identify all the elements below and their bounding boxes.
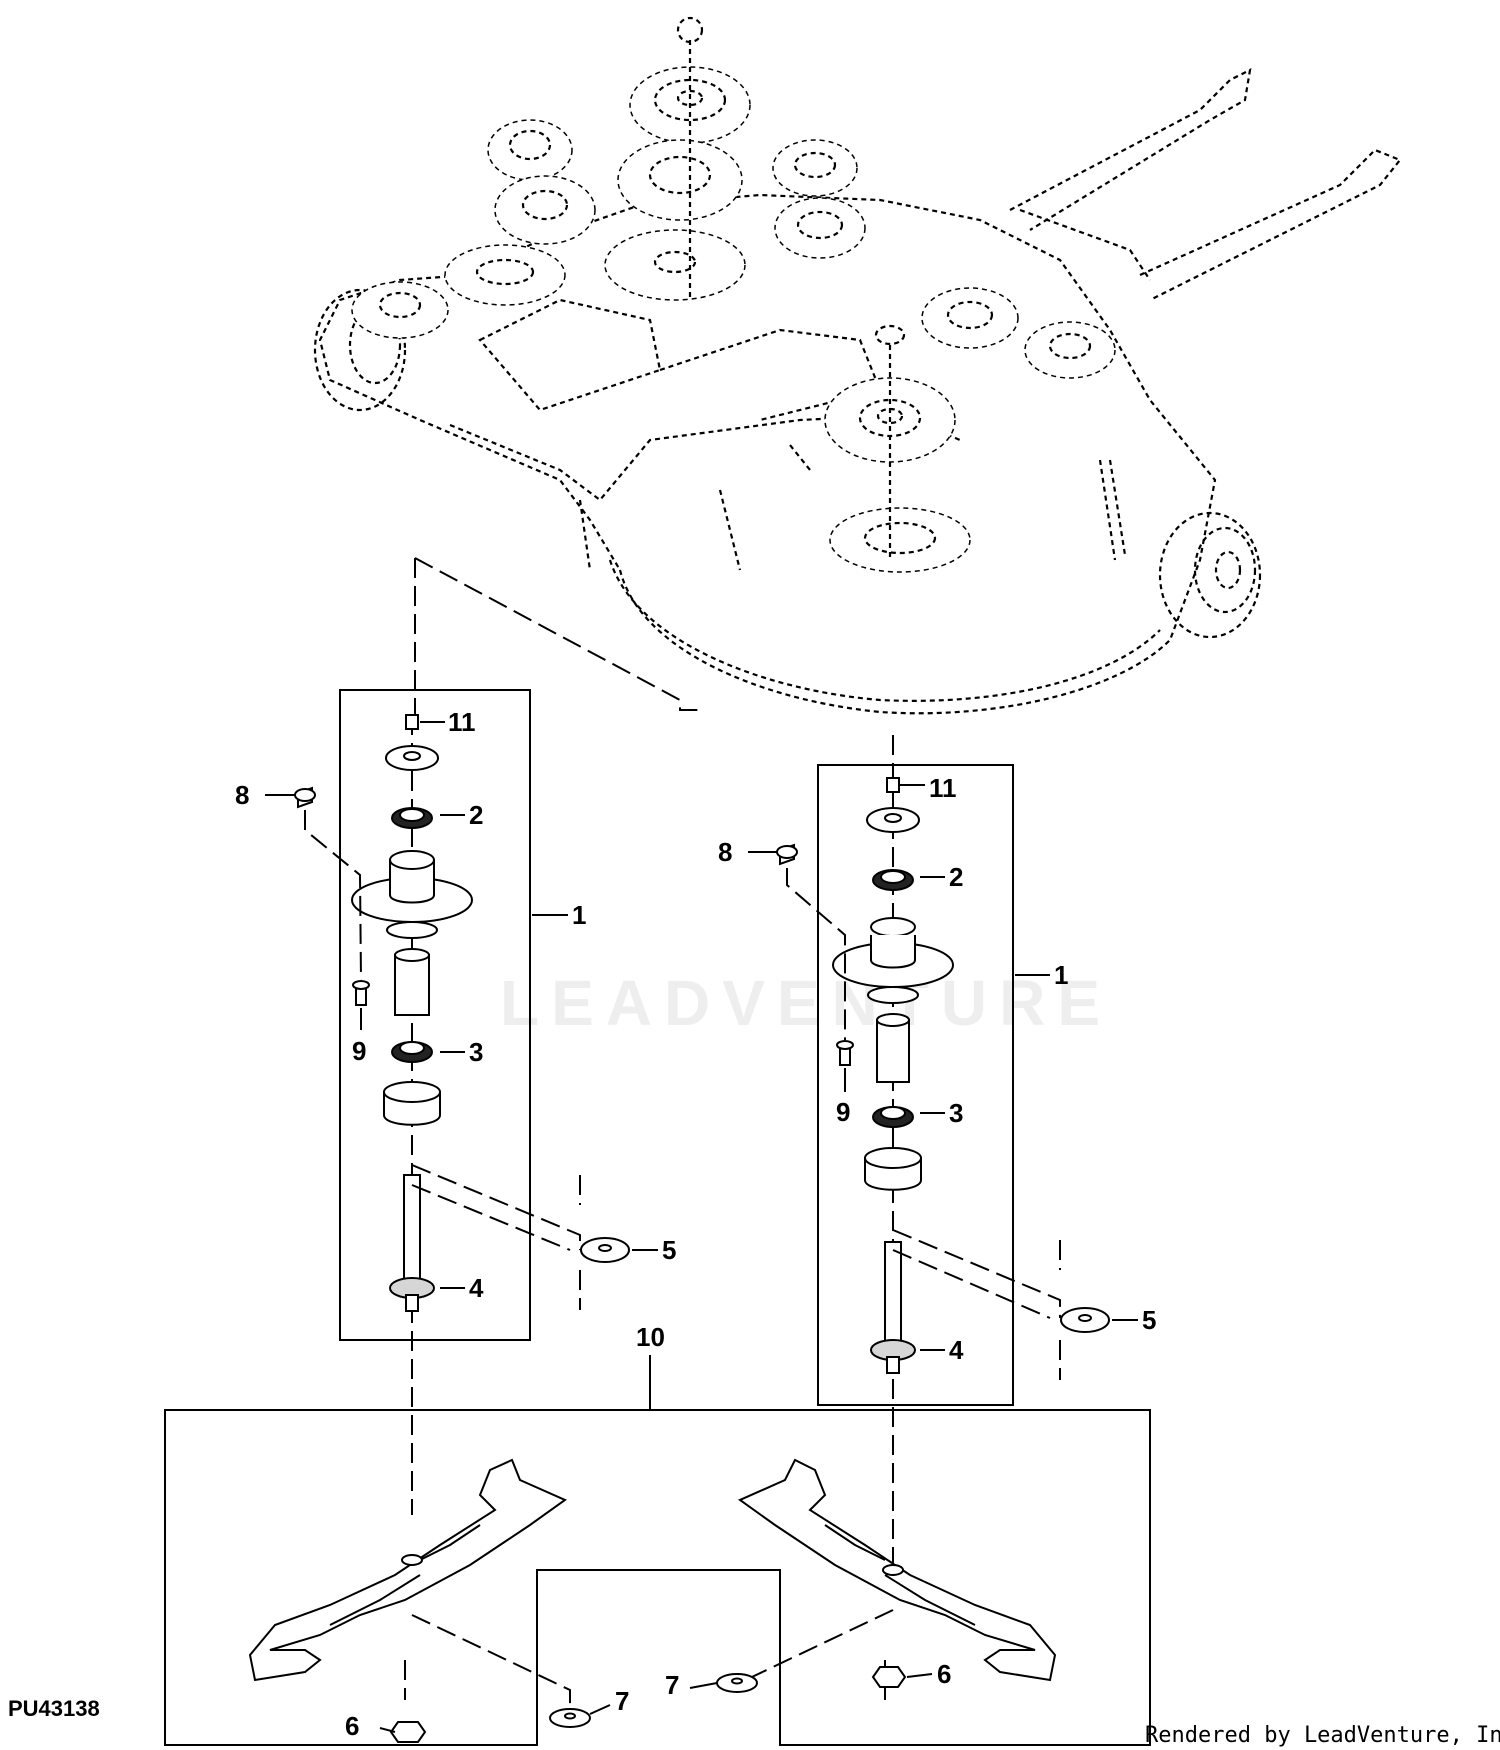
callout-spindle-assembly-right: 1 xyxy=(1054,960,1068,990)
left-mower-blade xyxy=(248,1458,568,1682)
callout-shaft-left: 4 xyxy=(469,1273,484,1303)
callout-screw-left: 9 xyxy=(352,1036,366,1066)
callout-shaft-right: 4 xyxy=(949,1335,964,1365)
right-spindle-parts xyxy=(776,735,954,1580)
watermark-text: LEADVENTURE xyxy=(500,967,1112,1039)
right-spindle-assembly-frame xyxy=(817,764,1014,1406)
callout-grease-fitting-left: 11 xyxy=(448,707,476,737)
left-spindle-assembly-frame xyxy=(339,689,531,1341)
callout-lower-bearing-right: 3 xyxy=(949,1098,963,1128)
blade-hardware xyxy=(389,1609,907,1743)
callout-lower-bearing-left: 3 xyxy=(469,1037,483,1067)
spindle-shaft-icon xyxy=(403,1174,421,1286)
mower-deck-phantom xyxy=(313,16,1402,715)
grease-fitting-icon xyxy=(405,714,419,730)
right-washer-group xyxy=(892,1229,1110,1380)
callout-flange-nut-left: 8 xyxy=(235,780,249,810)
callout-blade-washer-left: 7 xyxy=(615,1686,629,1716)
callout-spindle-assembly-left: 1 xyxy=(572,900,586,930)
callout-screw-right: 9 xyxy=(836,1097,850,1127)
callout-blade-nut-left: 6 xyxy=(345,1711,359,1741)
left-washer-group xyxy=(411,1164,630,1310)
callout-blade-washer-right: 7 xyxy=(665,1670,679,1700)
left-spindle-centerline xyxy=(414,557,700,711)
leader-lines xyxy=(265,721,1138,1733)
callout-grease-fitting-right: 11 xyxy=(929,773,957,803)
callout-washer-right: 5 xyxy=(1142,1305,1156,1335)
render-credit: Rendered by LeadVenture, Inc. xyxy=(1145,1723,1500,1748)
blade-kit-frame xyxy=(164,1409,1151,1746)
callout-washer-left: 5 xyxy=(662,1235,676,1265)
callout-blade-nut-right: 6 xyxy=(937,1659,951,1689)
callout-flange-nut-right: 8 xyxy=(718,837,732,867)
callout-upper-bearing-right: 2 xyxy=(949,862,963,892)
figure-code: PU43138 xyxy=(8,1696,100,1721)
callout-upper-bearing-left: 2 xyxy=(469,800,483,830)
callout-blade-kit: 10 xyxy=(636,1322,665,1352)
left-spindle-parts xyxy=(294,714,473,1515)
right-mower-blade xyxy=(737,1458,1057,1682)
